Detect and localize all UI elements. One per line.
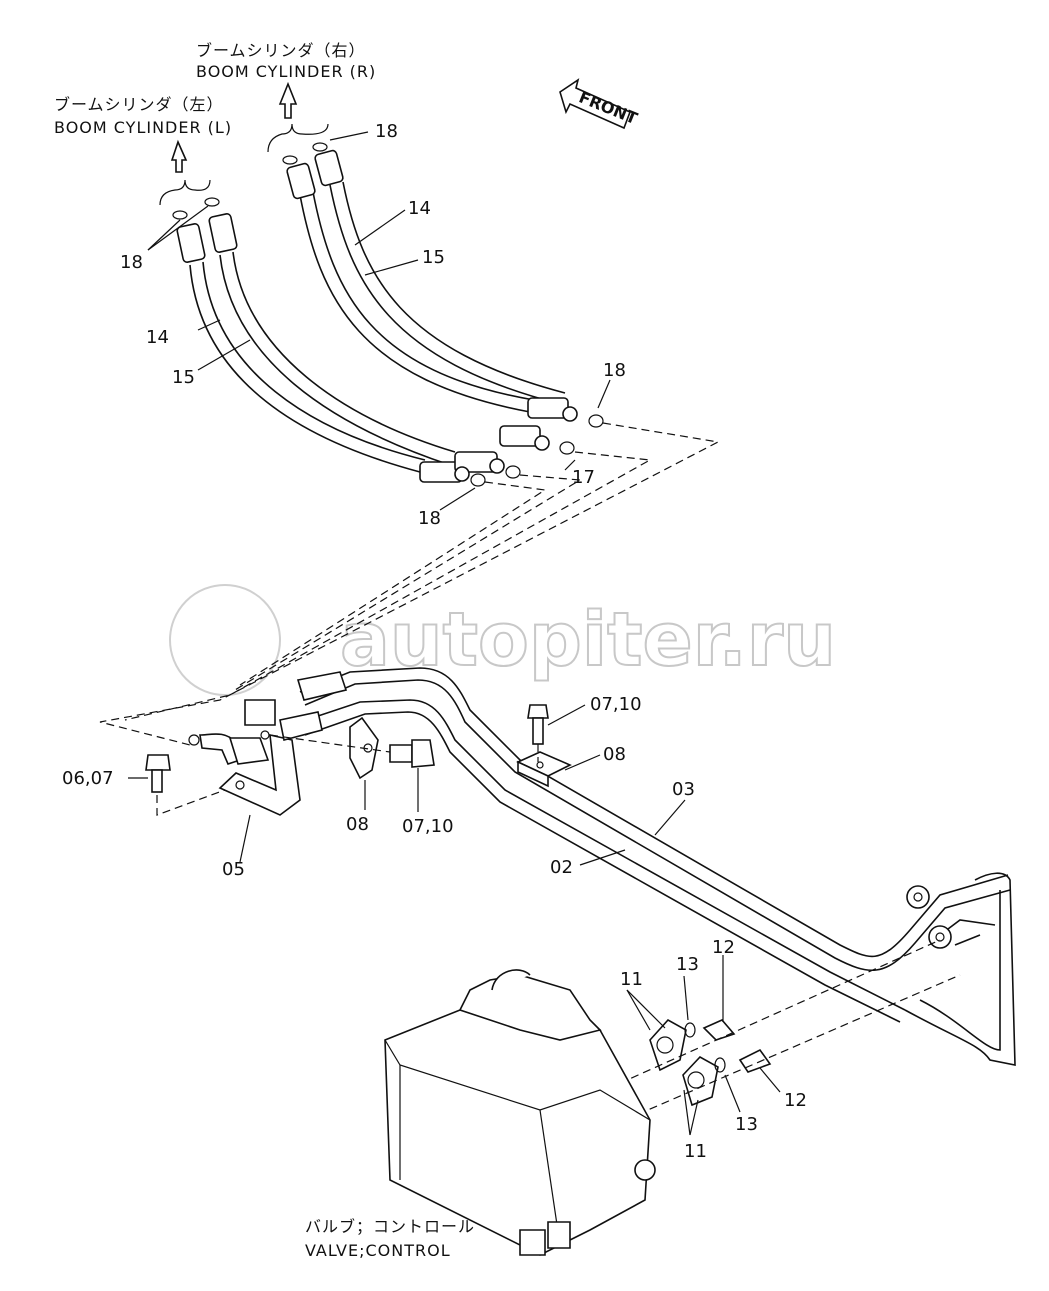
steel-tubes [299, 667, 1016, 1066]
part-label-02: 02 [550, 857, 573, 878]
watermark: autopiter.ru [169, 584, 837, 696]
part-label-18: 18 [603, 360, 626, 381]
part-label-07-10: 07,10 [402, 816, 454, 837]
part-label-11: 11 [684, 1141, 707, 1162]
valve-control-jp: バルブ；コントロール [305, 1217, 475, 1236]
part-label-06-07: 06,07 [62, 768, 114, 789]
front-arrow: FRONT [559, 78, 640, 130]
part-label-13: 13 [735, 1114, 758, 1135]
boom-cylinder-arrows [159, 81, 329, 206]
part-label-11: 11 [620, 969, 643, 990]
flange-set [559, 939, 961, 1136]
bolt-0607 [145, 754, 226, 816]
boom-cylinder-r-jp: ブームシリンダ（右） [196, 41, 366, 60]
watermark-text: autopiter.ru [340, 597, 836, 683]
part-label-17: 17 [572, 467, 595, 488]
control-valve [384, 969, 656, 1256]
part-label-08: 08 [603, 744, 626, 765]
clamp-08-tube [516, 751, 572, 788]
part-label-15: 15 [172, 367, 195, 388]
bolt-0710-tube [527, 704, 549, 762]
part-label-13: 13 [676, 954, 699, 975]
part-label-08: 08 [346, 814, 369, 835]
part-label-12: 12 [712, 937, 735, 958]
part-label-07-10: 07,10 [590, 694, 642, 715]
part-label-14: 14 [408, 198, 431, 219]
valve-control-en: VALVE;CONTROL [305, 1241, 451, 1260]
part-label-05: 05 [222, 859, 245, 880]
boom-cylinder-l-en: BOOM CYLINDER (L) [54, 118, 232, 137]
part-label-15: 15 [422, 247, 445, 268]
boom-cylinder-l-jp: ブームシリンダ（左） [54, 95, 224, 114]
part-label-12: 12 [784, 1090, 807, 1111]
routing-lines [99, 422, 720, 746]
part-label-18: 18 [418, 508, 441, 529]
clamp-08-bracket [269, 716, 435, 780]
part-label-14: 14 [146, 327, 169, 348]
boom-cylinder-r-en: BOOM CYLINDER (R) [196, 62, 376, 81]
hose-pair-right [286, 149, 578, 451]
part-labels: 18 18 14 15 14 15 18 17 18 07,10 06,07 0… [62, 121, 807, 1162]
part-label-18: 18 [375, 121, 398, 142]
front-label: FRONT [576, 87, 640, 128]
o-rings [172, 142, 604, 487]
part-label-18: 18 [120, 252, 143, 273]
captions: ブームシリンダ（右） BOOM CYLINDER (R) ブームシリンダ（左） … [54, 41, 475, 1260]
hose-pair-left [176, 213, 505, 483]
part-label-03: 03 [672, 779, 695, 800]
bracket-05 [188, 671, 348, 816]
leader-lines [128, 131, 781, 1136]
